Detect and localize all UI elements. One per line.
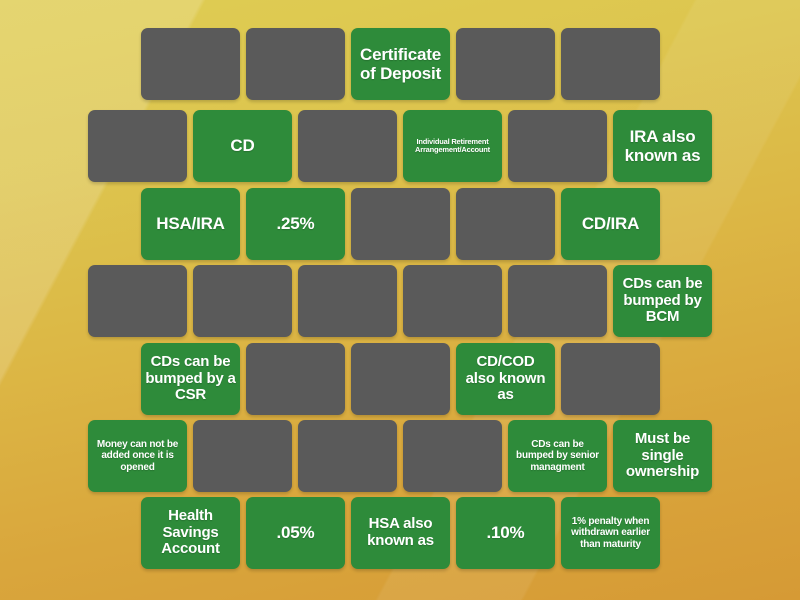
tile-row: CDs can be bumped by BCM bbox=[88, 265, 712, 337]
tile-face-up[interactable]: Individual Retirement Arrangement/Accoun… bbox=[403, 110, 502, 182]
tile-label: .10% bbox=[486, 523, 525, 543]
tile-label: 1% penalty when withdrawn earlier than m… bbox=[571, 516, 650, 550]
tile-face-down[interactable] bbox=[403, 420, 502, 492]
tile-face-down[interactable] bbox=[456, 188, 555, 260]
tile-label: IRA also known as bbox=[624, 126, 701, 165]
tile-face-up[interactable]: IRA also known as bbox=[613, 110, 712, 182]
tile-face-down[interactable] bbox=[351, 343, 450, 415]
tile-row: CD Individual Retirement Arrangement/Acco… bbox=[88, 110, 712, 182]
tile-face-up[interactable]: Certificate of Deposit bbox=[351, 28, 450, 100]
tile-face-up[interactable]: .05% bbox=[246, 497, 345, 569]
tile-face-down[interactable] bbox=[298, 110, 397, 182]
tile-face-up[interactable]: HSA/IRA bbox=[141, 188, 240, 260]
tile-face-up[interactable]: CD/IRA bbox=[561, 188, 660, 260]
tile-face-down[interactable] bbox=[298, 420, 397, 492]
tile-face-up[interactable]: .25% bbox=[246, 188, 345, 260]
tile-face-down[interactable] bbox=[141, 28, 240, 100]
tile-label: CDs can be bumped by BCM bbox=[622, 274, 703, 326]
tile-face-down[interactable] bbox=[403, 265, 502, 337]
tile-label: HSA also known as bbox=[367, 515, 434, 549]
tile-face-up[interactable]: Health Savings Account bbox=[141, 497, 240, 569]
tile-face-up[interactable]: .10% bbox=[456, 497, 555, 569]
tile-face-down[interactable] bbox=[561, 28, 660, 100]
tile-face-down[interactable] bbox=[246, 28, 345, 100]
tile-row: Health Savings Account .05% HSA also known… bbox=[141, 497, 660, 569]
tile-row: HSA/IRA .25% CD/IRA bbox=[141, 188, 660, 260]
tile-label: .05% bbox=[276, 523, 315, 543]
tile-face-up[interactable]: Must be single ownership bbox=[613, 420, 712, 492]
tile-face-up[interactable]: Money can not be added once it is opened bbox=[88, 420, 187, 492]
tile-face-down[interactable] bbox=[193, 265, 292, 337]
tile-face-down[interactable] bbox=[508, 265, 607, 337]
tile-row: Money can not be added once it is opened… bbox=[88, 420, 712, 492]
tile-face-down[interactable] bbox=[456, 28, 555, 100]
tile-face-up[interactable]: CDs can be bumped by a CSR bbox=[141, 343, 240, 415]
tile-label: Individual Retirement Arrangement/Accoun… bbox=[415, 136, 490, 154]
tile-face-up[interactable]: CD/COD also known as bbox=[456, 343, 555, 415]
tile-face-up[interactable]: HSA also known as bbox=[351, 497, 450, 569]
tile-face-down[interactable] bbox=[88, 110, 187, 182]
tile-label: Money can not be added once it is opened bbox=[96, 439, 179, 473]
tile-label: Health Savings Account bbox=[161, 506, 220, 558]
tile-face-down[interactable] bbox=[193, 420, 292, 492]
tile-label: .25% bbox=[276, 214, 315, 234]
tile-face-up[interactable]: 1% penalty when withdrawn earlier than m… bbox=[561, 497, 660, 569]
tile-face-up[interactable]: CDs can be bumped by senior managment bbox=[508, 420, 607, 492]
tile-label: Certificate of Deposit bbox=[359, 44, 442, 83]
tile-face-down[interactable] bbox=[298, 265, 397, 337]
tile-label: CD bbox=[230, 136, 255, 156]
tile-label: CDs can be bumped by senior managment bbox=[516, 439, 599, 473]
tile-face-down[interactable] bbox=[508, 110, 607, 182]
tile-face-down[interactable] bbox=[88, 265, 187, 337]
tile-face-down[interactable] bbox=[351, 188, 450, 260]
tile-row: CDs can be bumped by a CSR CD/COD also kn… bbox=[141, 343, 660, 415]
tile-label: CD/IRA bbox=[581, 214, 640, 234]
tile-row: Certificate of Deposit bbox=[141, 28, 660, 100]
tile-label: HSA/IRA bbox=[156, 214, 225, 234]
tile-face-up[interactable]: CD bbox=[193, 110, 292, 182]
tile-face-down[interactable] bbox=[561, 343, 660, 415]
tile-label: Must be single ownership bbox=[625, 429, 700, 481]
tile-label: CDs can be bumped by a CSR bbox=[145, 352, 236, 404]
tile-label: CD/COD also known as bbox=[465, 352, 546, 404]
tile-face-up[interactable]: CDs can be bumped by BCM bbox=[613, 265, 712, 337]
tile-face-down[interactable] bbox=[246, 343, 345, 415]
